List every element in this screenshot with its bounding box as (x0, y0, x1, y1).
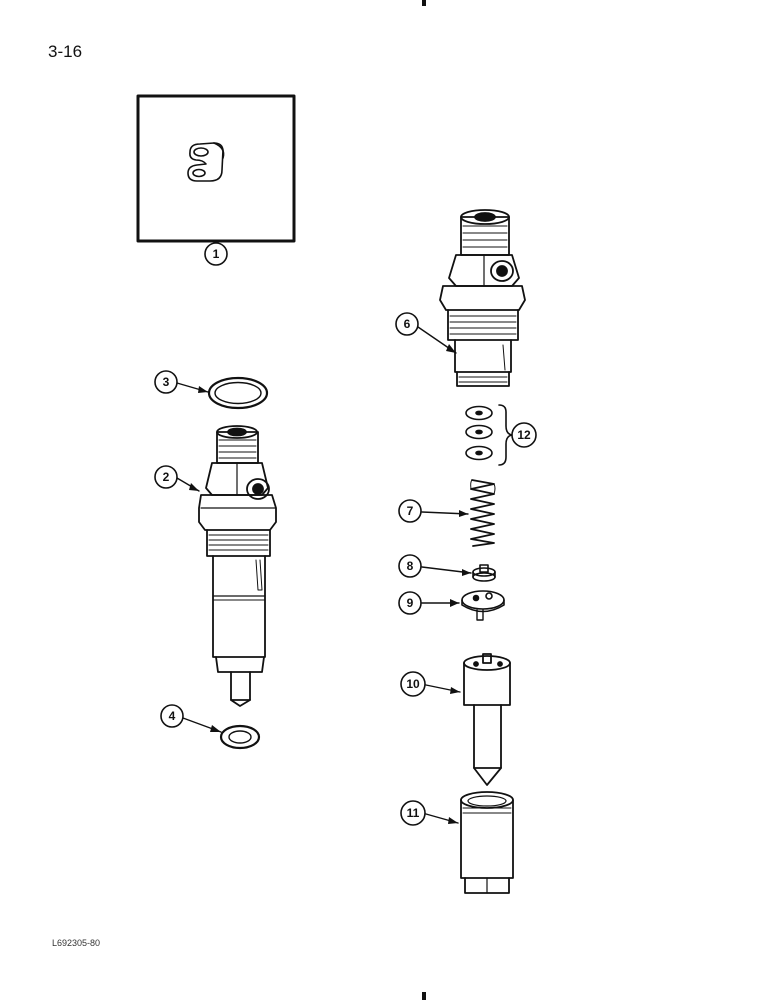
callout-2: 2 (154, 465, 178, 489)
binding-mark-top (422, 0, 426, 6)
part-1-inset (136, 94, 296, 245)
svg-text:1: 1 (213, 247, 220, 261)
svg-text:8: 8 (407, 559, 414, 573)
spring-drawing (470, 479, 496, 547)
spring-seat-drawing (472, 564, 496, 582)
svg-text:11: 11 (407, 806, 420, 820)
svg-text:3: 3 (163, 375, 170, 389)
callouts: 1 3 2 4 6 12 7 8 (154, 242, 537, 826)
figure-code: L692305-80 (52, 938, 101, 948)
leader-lines (176, 326, 472, 824)
injector-body-drawing (439, 209, 526, 387)
callout-9: 9 (398, 591, 422, 615)
nozzle-drawing (463, 653, 511, 786)
injector-assembly-drawing (198, 425, 277, 707)
svg-text:10: 10 (406, 677, 420, 691)
svg-text:12: 12 (517, 428, 531, 442)
nozzle-nut-drawing (460, 791, 514, 894)
callout-12: 12 (511, 422, 537, 448)
callout-11: 11 (400, 800, 426, 826)
callout-3: 3 (154, 370, 178, 394)
svg-text:2: 2 (163, 470, 170, 484)
spacer-drawing (461, 590, 505, 621)
callout-7: 7 (398, 499, 422, 523)
lower-washer (219, 724, 261, 750)
svg-text:7: 7 (407, 504, 414, 518)
upper-seal-ring (207, 376, 269, 410)
clip-bracket-drawing (187, 142, 225, 182)
page-number: 3-16 (48, 42, 83, 61)
svg-text:6: 6 (404, 317, 411, 331)
svg-text:4: 4 (169, 709, 176, 723)
callout-10: 10 (400, 671, 426, 697)
binding-mark-bottom (422, 992, 426, 1000)
callout-8: 8 (398, 554, 422, 578)
svg-text:9: 9 (407, 596, 414, 610)
callout-1: 1 (204, 242, 228, 266)
shim-stack-drawing (465, 404, 513, 466)
callout-6: 6 (395, 312, 419, 336)
callout-4: 4 (160, 704, 184, 728)
inset-frame (136, 94, 296, 243)
